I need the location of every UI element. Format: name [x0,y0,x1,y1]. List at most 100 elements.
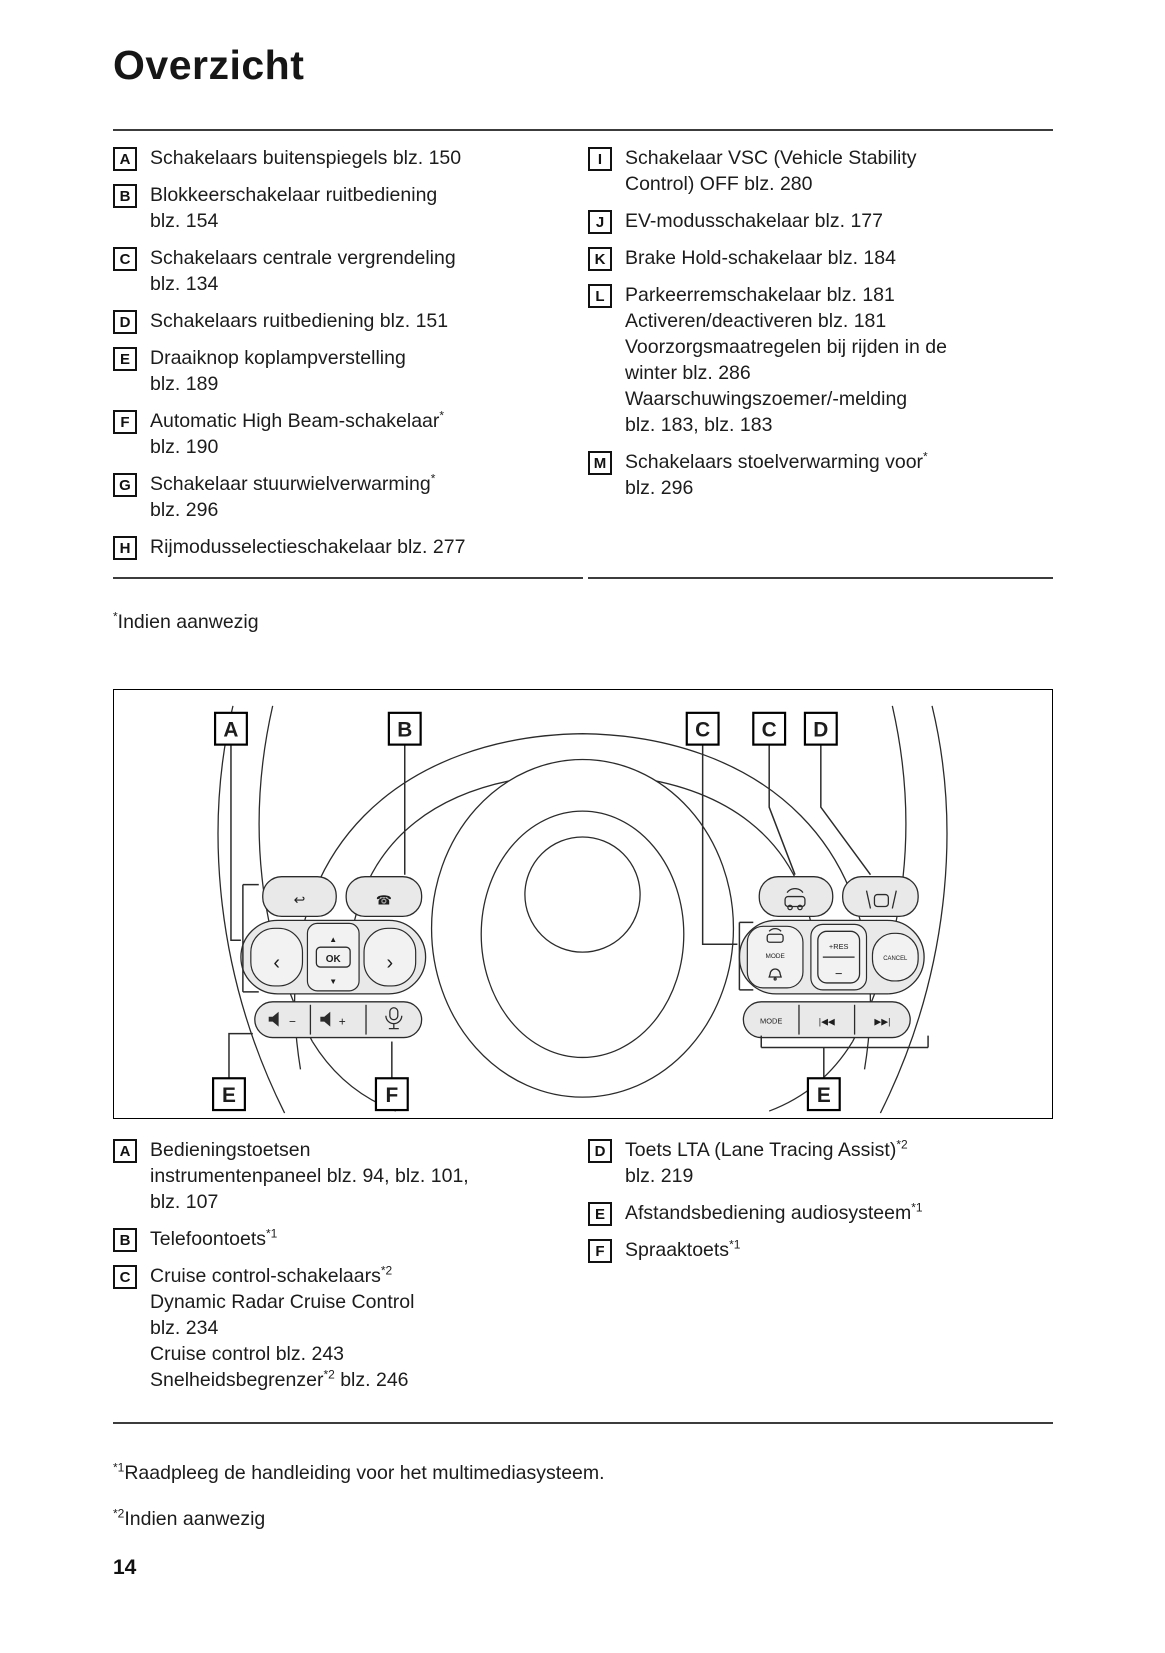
item-letter-box: F [588,1239,612,1263]
steering-wheel-diagram: ↩ ☎ ‹ › ▲ OK ▼ − [212,705,948,1114]
callout-letter: A [223,719,238,742]
item-letter-box: I [588,147,612,171]
item-text: Spraaktoets*1 [625,1237,741,1262]
phone-icon: ☎ [376,892,392,907]
callout-letter: C [695,719,710,742]
divider-right-column [588,577,1053,579]
chevron-left-icon: ‹ [273,952,280,974]
callout-letter: B [397,719,412,742]
item-text: Rijmodusselectieschakelaar blz. 277 [150,536,466,558]
chevron-up-icon: ▲ [329,935,337,944]
arrow-left-button [250,927,304,987]
chevron-right-icon: › [387,952,394,974]
callout-box-b [387,711,422,746]
item-letter-box: C [113,1265,137,1289]
callout-box-c2 [752,711,787,746]
item-letter-box: B [113,1228,137,1252]
back-button [262,876,337,918]
item-letter-box: E [588,1202,612,1226]
callout-letter: D [813,719,828,742]
microphone-icon [385,1007,403,1030]
item-letter-box: L [588,284,612,308]
item-text: Schakelaars buitenspiegels blz. 150 [150,147,462,169]
ok-label: OK [326,954,342,965]
item-letter-box: B [113,184,137,208]
list-item: A Schakelaars buitenspiegels blz. 150 [113,145,583,171]
set-minus-label: − [835,966,843,981]
page-content: Overzicht A Schakelaars buitenspiegels bl… [113,0,1053,1532]
callout-letter: C [762,719,777,742]
mode-bottom-label: MODE [760,1017,782,1026]
media-row [742,1001,911,1039]
callout-labels: A B C C D E F E [212,711,841,1112]
callout-letter: E [222,1084,236,1107]
callout-letter: E [817,1084,831,1107]
page-title: Overzicht [113,42,305,88]
phone-button [345,876,423,918]
ok-button [315,946,351,968]
item-letter-box: F [113,410,137,434]
item-text: Telefoontoets*1 [150,1226,278,1251]
res-label: +RES [829,942,849,951]
limiter-bell-icon [768,968,783,981]
item-letter-box: E [113,347,137,371]
item-letter-box: D [113,310,137,334]
item-text: Automatic High Beam-schakelaar*blz. 190 [150,408,445,459]
callout-letter: F [385,1084,398,1107]
back-icon: ↩ [294,891,306,907]
footnote-2: *2Indien aanwezig [113,1506,266,1531]
callout-box-e1 [212,1077,246,1112]
divider-top [113,129,1053,131]
list-item: B Telefoontoets*1 [113,1226,583,1252]
cruise-mode-button [746,925,804,989]
lta-button [842,876,919,918]
wheel-outline [217,705,948,1114]
list-item: F Automatic High Beam-schakelaar*blz. 190 [113,408,583,460]
arrow-right-button [363,927,417,987]
cancel-label: CANCEL [883,956,908,962]
speaker-icon [320,1011,331,1027]
item-letter-box: A [113,147,137,171]
cruise-car-icon [766,927,784,943]
item-letter-box: G [113,473,137,497]
footnote-1: *1Raadpleeg de handleiding voor het mult… [113,1460,605,1485]
callout-box-e2 [806,1077,841,1112]
footnote-asterisk: *Indien aanwezig [113,609,259,634]
seek-back-icon: |◀◀ [819,1017,835,1027]
list-item: E Afstandsbediening audiosysteem*1 [588,1200,1053,1226]
item-text: Afstandsbediening audiosysteem*1 [625,1200,923,1225]
item-letter-box: H [113,536,137,560]
right-button-cluster: MODE +RES − CANCEL MODE [738,876,925,1039]
audio-row [254,1001,423,1039]
item-letter-box: A [113,1139,137,1163]
lane-tracing-icon [865,890,897,909]
callout-box-a [213,711,248,746]
divider-left-column [113,577,583,579]
callout-box-f [374,1077,409,1112]
steering-wheel-figure: ↩ ☎ ‹ › ▲ OK ▼ − [113,689,1053,1119]
item-text: EV-modusschakelaar blz. 177 [625,210,883,232]
car-radar-icon [784,887,806,911]
speaker-icon [268,1011,279,1027]
